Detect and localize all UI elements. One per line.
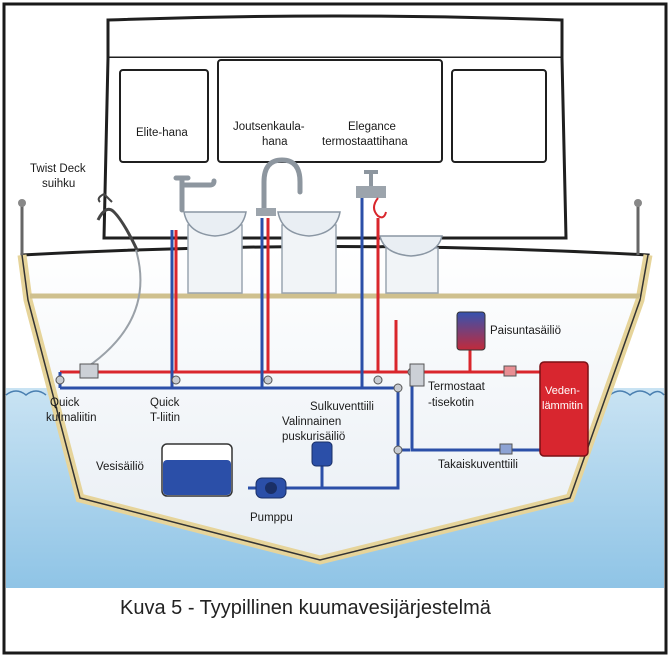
water-heater: [539, 361, 589, 457]
mixing-valve-icon: [409, 363, 425, 387]
label-vesisailio: Vesisäiliö: [96, 461, 144, 473]
heater-inlet-fitting: [503, 365, 517, 377]
sink-elegance: [379, 235, 443, 257]
label-sulkuventtiili: Sulkuventtiili: [310, 401, 374, 413]
label-pumppu: Pumppu: [250, 512, 293, 524]
label-quick-kulmaliitin-2: kulmaliitin: [46, 412, 97, 424]
swan-neck-faucet-icon: [261, 157, 303, 215]
label-paisuntasailio: Paisuntasäiliö: [490, 325, 561, 337]
cabin-window-center: [217, 59, 443, 163]
label-quick-t-liitin-1: Quick: [150, 397, 180, 409]
expansion-tank: [456, 311, 486, 351]
sink-joutsen: [277, 211, 341, 237]
hot-pipes: [60, 218, 540, 374]
label-takaiskuventtiili: Takaiskuventtiili: [438, 459, 518, 471]
label-twist-deck-1: Twist Deck: [30, 163, 86, 175]
water-tank-water: [163, 460, 231, 495]
label-termostaattisekotin-2: -tisekotin: [428, 397, 474, 409]
label-vedenlammitin-1: Veden-: [545, 385, 580, 397]
check-valve-icon: [499, 443, 513, 455]
label-quick-kulmaliitin-1: Quick: [50, 397, 80, 409]
twist-deck-shower-icon: [96, 207, 140, 253]
elegance-faucet-handle: [364, 170, 378, 186]
rail-right-cap: [634, 199, 642, 207]
swan-neck-faucet-base: [256, 208, 276, 216]
sink-elite: [183, 211, 247, 237]
label-joutsenkaula-2: hana: [262, 136, 288, 148]
label-joutsenkaula-1: Joutsenkaula-: [233, 121, 305, 133]
label-vedenlammitin-2: lämmitin: [542, 400, 583, 412]
label-termostaattisekotin-1: Termostaat: [428, 381, 486, 393]
rail-left-cap: [18, 199, 26, 207]
accumulator-tank: [311, 441, 333, 467]
waves-icon: [5, 390, 665, 396]
elegance-faucet-icon: [356, 186, 386, 198]
label-quick-t-liitin-2: T-liitin: [150, 412, 180, 424]
pump-rotor: [265, 482, 277, 494]
shower-hose: [85, 249, 142, 369]
label-elegance-2: termostaattihana: [322, 136, 408, 148]
label-valinnainen-1: Valinnainen: [282, 416, 341, 428]
label-valinnainen-2: puskurisäiliö: [282, 431, 345, 443]
label-elegance-1: Elegance: [348, 121, 396, 133]
label-twist-deck-2: suihku: [42, 178, 75, 190]
figure-caption: Kuva 5 - Tyypillinen kuumavesijärjestelm…: [120, 597, 492, 619]
elegance-hose-icon: [373, 197, 387, 219]
hull-outline: [21, 254, 649, 561]
cold-pipes: [58, 198, 540, 490]
quick-elbow-fitting-icon: [79, 363, 99, 379]
cabin-window-right: [451, 69, 547, 163]
cabin-roof: [106, 14, 564, 60]
cabinet-1: [187, 224, 243, 294]
shower-head-icon: [97, 192, 113, 203]
label-elite-hana: Elite-hana: [136, 127, 188, 139]
cabin-window-left: [119, 69, 209, 163]
elite-faucet-icon: [173, 175, 217, 213]
